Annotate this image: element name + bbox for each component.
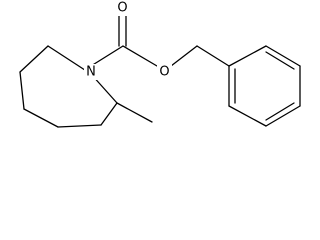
nitrogen-label: N (86, 65, 96, 80)
benzene-bond-5 (228, 105, 267, 127)
azepane-ring (19, 45, 118, 128)
atom-n-label: N (84, 64, 98, 80)
ring-bond-c3-c4 (57, 124, 102, 128)
ring-bond-c7-n (47, 45, 92, 75)
carbonyl-ester-bond (122, 45, 158, 67)
chemical-structure: N O O (19, 0, 301, 128)
atom-o-carbonyl-label: O (115, 0, 130, 16)
ester-oxygen-label: O (159, 65, 169, 80)
benzene-inner-double-1 (265, 51, 295, 70)
benzene-ring (228, 45, 301, 127)
methyl-bond (116, 102, 153, 123)
benzene-bond-4 (265, 105, 301, 127)
ring-bond-c5-c6 (19, 71, 25, 110)
benzene-bond-2 (265, 45, 301, 67)
atom-o-ester-label: O (157, 64, 172, 80)
benzene-bond-1 (228, 45, 267, 67)
ring-bond-c6-c7 (19, 45, 49, 73)
ring-bond-c2-c3 (100, 102, 118, 126)
n-carbonyl-bond (90, 45, 124, 67)
benzene-inner-double-2 (265, 102, 295, 121)
ring-bond-c4-c5 (23, 108, 59, 128)
carbonyl-oxygen-label: O (117, 1, 127, 16)
ester-ch2-bond (170, 45, 198, 67)
ch2-phenyl-bond (196, 45, 230, 67)
